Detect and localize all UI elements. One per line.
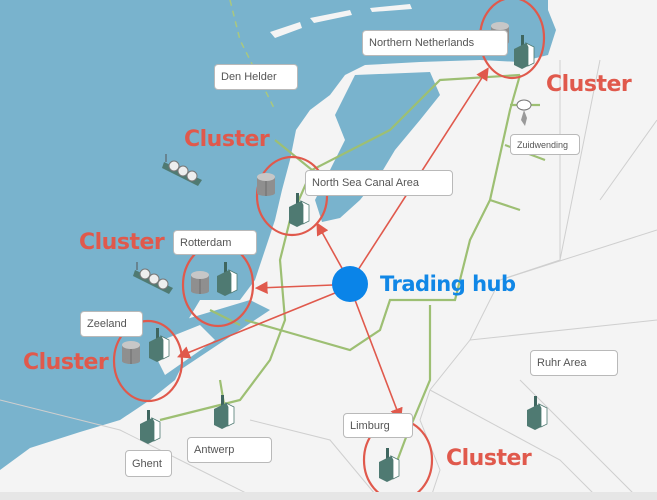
storage-tank-icon [256, 172, 276, 197]
label-rotterdam: Rotterdam [173, 230, 257, 255]
gas-storage-balloon-icon [516, 99, 532, 126]
label-antwerp: Antwerp [187, 437, 272, 463]
label-north-sea-canal-area: North Sea Canal Area [305, 170, 453, 196]
storage-tank-icon [121, 340, 141, 365]
label-zeeland: Zeeland [80, 311, 143, 337]
zeeland-land [150, 325, 240, 400]
bottom-strip [0, 492, 657, 500]
trading-hub-label: Trading hub [380, 272, 516, 296]
cluster-label-north: Cluster [546, 72, 632, 97]
label-zuidwending: Zuidwending [510, 134, 580, 155]
label-den-helder: Den Helder [214, 64, 298, 90]
islands [270, 4, 412, 38]
label-ruhr-area: Ruhr Area [530, 350, 618, 376]
cluster-label-north-sea-canal: Cluster [184, 127, 270, 152]
trading-hub-marker [332, 266, 368, 302]
delta [150, 300, 270, 390]
cluster-label-rotterdam: Cluster [79, 230, 165, 255]
label-limburg: Limburg [343, 413, 413, 438]
storage-tank-icon [190, 270, 210, 295]
cluster-label-limburg: Cluster [446, 446, 532, 471]
label-ghent: Ghent [125, 450, 172, 477]
cluster-label-zeeland: Cluster [23, 350, 109, 375]
label-northern-netherlands: Northern Netherlands [362, 30, 508, 56]
